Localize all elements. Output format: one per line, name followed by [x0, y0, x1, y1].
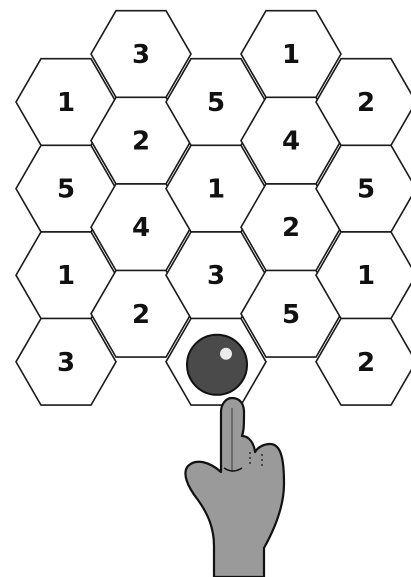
hex-cell-number: 2	[132, 300, 150, 330]
hex-cell-number: 5	[282, 300, 300, 330]
hex-cell-number: 5	[207, 88, 225, 118]
hex-cell-number: 5	[357, 175, 375, 205]
hex-cell-number: 3	[57, 348, 75, 378]
hex-cell-number: 4	[282, 127, 300, 157]
hex-cell-number: 5	[57, 175, 75, 205]
hex-cell-number: 1	[357, 261, 375, 291]
hex-cell-number: 3	[207, 261, 225, 291]
hex-cell-number: 1	[207, 175, 225, 205]
black-ball-icon[interactable]	[187, 335, 247, 395]
hex-cell-number: 4	[132, 213, 150, 243]
hex-cell-number: 2	[282, 213, 300, 243]
hex-cell-number: 1	[57, 261, 75, 291]
hex-cell-number: 3	[132, 40, 150, 70]
hex-cell-number: 2	[357, 348, 375, 378]
hex-cell-number: 1	[282, 40, 300, 70]
pointing-hand-icon	[185, 398, 284, 577]
hex-cell-number: 1	[57, 88, 75, 118]
hex-cell-number: 2	[132, 127, 150, 157]
hex-cell-number: 2	[357, 88, 375, 118]
